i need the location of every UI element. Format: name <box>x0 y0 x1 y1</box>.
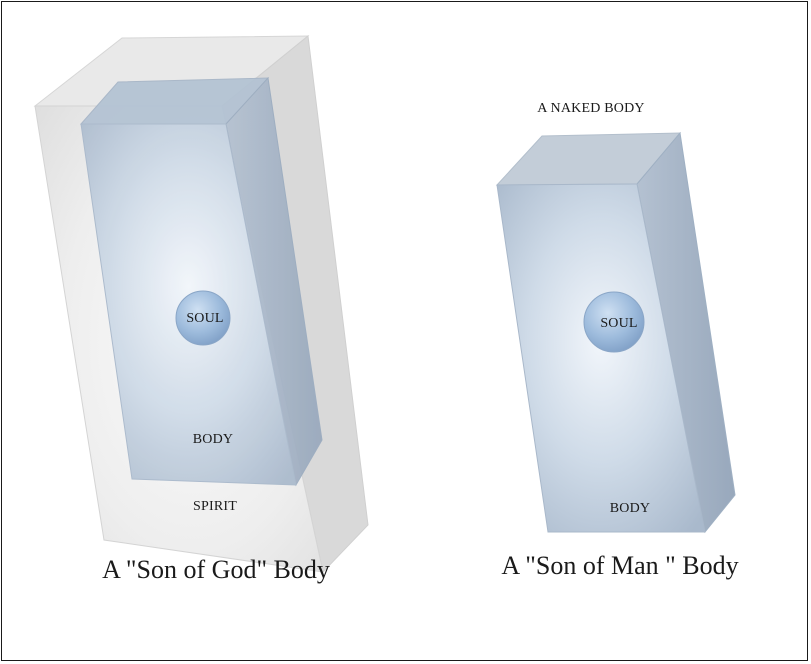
left-caption: A "Son of God" Body <box>102 555 330 585</box>
left-soul-label: SOUL <box>186 311 223 327</box>
spirit-label: SPIRIT <box>193 499 237 515</box>
naked-body-label: A NAKED BODY <box>537 101 644 117</box>
left-body-label: BODY <box>193 432 233 448</box>
right-caption: A "Son of Man " Body <box>501 551 738 581</box>
right-soul-label: SOUL <box>600 316 637 332</box>
right-body-label: BODY <box>610 501 650 517</box>
